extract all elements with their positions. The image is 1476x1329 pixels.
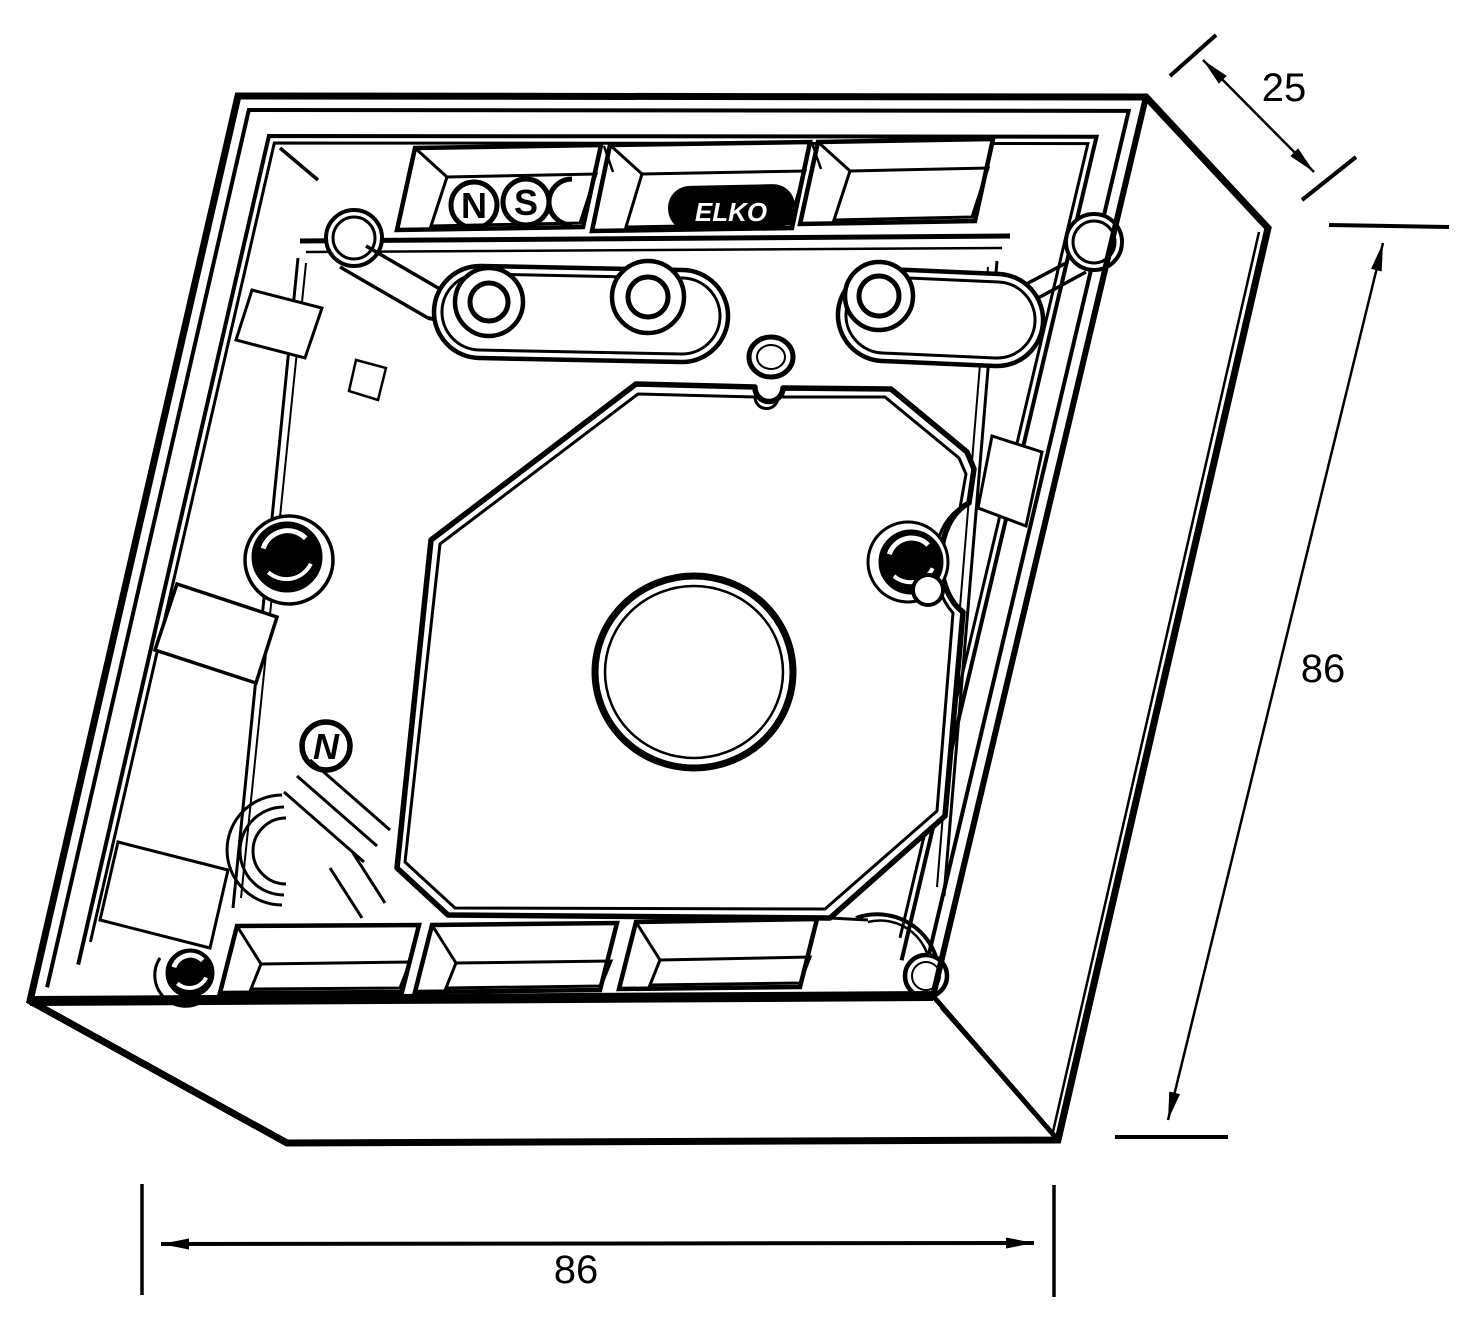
svg-text:86: 86: [1301, 647, 1346, 691]
svg-text:ELKO: ELKO: [695, 197, 767, 227]
svg-text:S: S: [514, 182, 538, 223]
svg-text:25: 25: [1262, 66, 1307, 110]
svg-text:N: N: [313, 726, 340, 767]
svg-text:N: N: [461, 185, 487, 226]
svg-text:86: 86: [554, 1248, 599, 1292]
